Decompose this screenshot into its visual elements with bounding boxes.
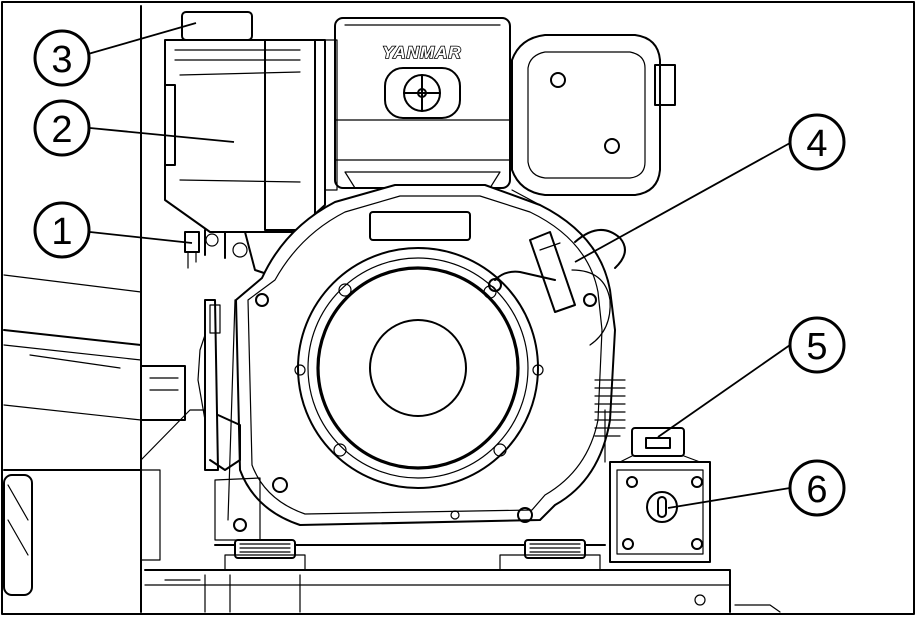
engine-base <box>144 539 781 613</box>
muffler <box>511 34 676 206</box>
callout-5-number: 5 <box>806 326 827 368</box>
callout-5-leader <box>657 344 791 438</box>
callout-2: 2 <box>33 99 91 157</box>
cooling-fins <box>594 379 626 437</box>
callout-3-number: 3 <box>51 39 72 81</box>
callout-1-number: 1 <box>51 211 72 253</box>
brand-label: YANMAR <box>382 43 461 62</box>
blower-housing <box>227 184 616 526</box>
starter-handle <box>488 229 626 346</box>
callout-5: 5 <box>788 316 846 374</box>
engine-left-side <box>197 299 261 541</box>
switch-housing <box>631 427 685 457</box>
callout-6-leader <box>667 487 791 509</box>
recoil-starter <box>255 247 597 523</box>
left-housing <box>3 5 206 613</box>
callout-3: 3 <box>33 29 91 87</box>
callout-4-leader <box>574 142 791 263</box>
fuel-valve <box>184 231 200 269</box>
callout-2-leader <box>89 127 235 143</box>
control-box <box>604 409 711 563</box>
callout-2-number: 2 <box>51 109 72 151</box>
callout-6: 6 <box>788 459 846 517</box>
callout-3-leader <box>87 22 197 55</box>
callout-1: 1 <box>33 201 91 259</box>
callout-4: 4 <box>788 113 846 171</box>
callout-1-leader <box>89 231 193 244</box>
fuel-tank: YANMAR <box>324 17 511 191</box>
callout-6-number: 6 <box>806 469 827 511</box>
callout-4-number: 4 <box>806 123 827 165</box>
